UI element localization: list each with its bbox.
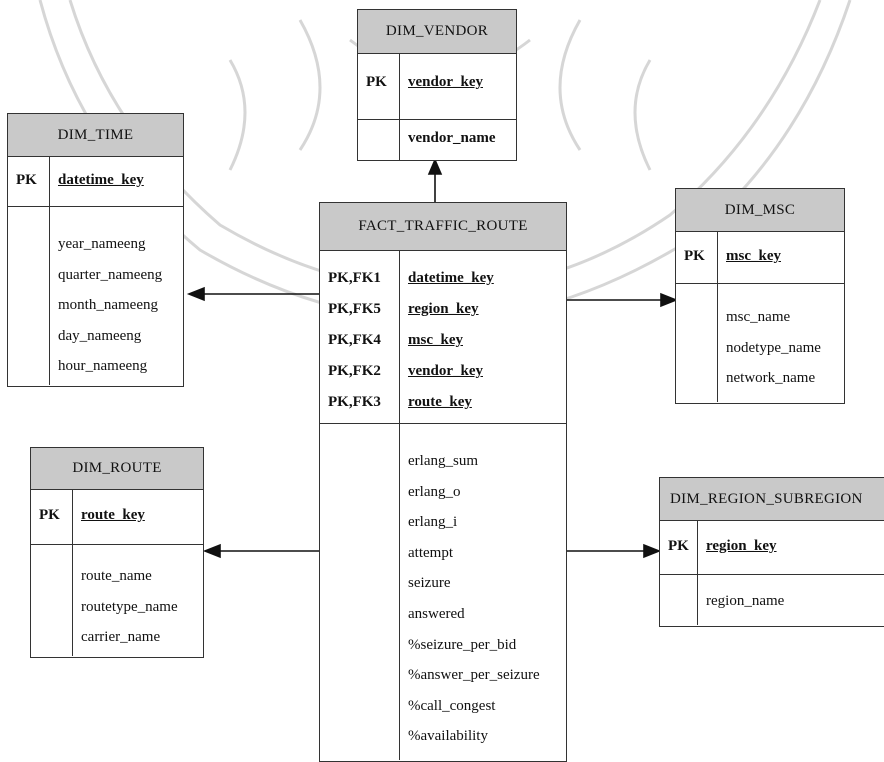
attribute-row: %answer_per_seizure [408, 667, 540, 684]
attribute-row: network_name [726, 370, 816, 386]
arrowhead-vendor [427, 157, 443, 175]
attribute-row: %seizure_per_bid [408, 636, 517, 653]
key-section: PK vendor_key [358, 54, 516, 120]
attribute-row: nodetype_name [726, 339, 821, 356]
attribute-section: year_nameeng quarter_nameeng month_namee… [8, 207, 183, 385]
attribute-section: msc_name nodetype_name network_name [676, 284, 844, 402]
attribute-row: year_nameeng [58, 236, 146, 252]
arrowhead-time [186, 286, 205, 302]
table-title: DIM_MSC [676, 189, 844, 232]
key-tag: PK [31, 490, 73, 544]
attribute-row: answered [408, 605, 465, 622]
attribute-row: month_nameeng [58, 297, 158, 313]
table-dim-route: DIM_ROUTE PK route_key route_name routet… [30, 447, 204, 658]
attribute-row: day_nameeng [58, 327, 142, 344]
attribute-section: vendor_name [358, 120, 516, 160]
attribute-row: vendor_name [408, 130, 496, 146]
key-name: datetime_key [58, 172, 144, 188]
key-name: msc_key [408, 332, 463, 348]
table-dim-time: DIM_TIME PK datetime_key year_nameeng qu… [7, 113, 184, 387]
attribute-row: erlang_o [408, 483, 461, 500]
attribute-row: %availability [408, 728, 488, 745]
attribute-row: erlang_sum [408, 453, 478, 469]
table-title: DIM_VENDOR [358, 10, 516, 54]
key-section: PK route_key [31, 490, 203, 545]
table-dim-msc: DIM_MSC PK msc_key msc_name nodetype_nam… [675, 188, 845, 404]
table-dim-region-subregion: DIM_REGION_SUBREGION PK region_key regio… [659, 477, 884, 627]
arrowhead-region [643, 543, 662, 559]
gutter [8, 207, 50, 385]
attribute-row: region_name [706, 593, 785, 609]
attribute-row: route_name [81, 568, 152, 584]
attribute-row: seizure [408, 575, 451, 592]
key-tag: PK [676, 232, 718, 283]
key-name: vendor_key [408, 74, 483, 90]
attribute-section: region_name [660, 575, 884, 625]
attribute-row: hour_nameeng [58, 358, 148, 374]
key-tag: PK,FK2 [328, 363, 381, 379]
attribute-row: attempt [408, 544, 453, 561]
key-tag: PK,FK1 [328, 270, 381, 286]
attribute-row: %call_congest [408, 697, 496, 714]
attribute-row: erlang_i [408, 514, 458, 531]
table-title: DIM_TIME [8, 114, 183, 157]
key-name: route_key [81, 507, 145, 523]
key-name: msc_key [726, 248, 781, 264]
attribute-section: route_name routetype_name carrier_name [31, 545, 203, 656]
attribute-row: msc_name [726, 309, 791, 325]
key-section: PK datetime_key [8, 157, 183, 207]
gutter [676, 284, 718, 402]
key-section: PK region_key [660, 521, 884, 575]
key-tag: PK [358, 54, 400, 119]
key-tag: PK,FK3 [328, 394, 381, 410]
key-name: vendor_key [408, 363, 483, 379]
key-tag: PK [660, 521, 698, 574]
key-name: region_key [706, 538, 777, 554]
key-name: route_key [408, 394, 472, 410]
attribute-row: routetype_name [81, 598, 178, 615]
key-name: datetime_key [408, 270, 494, 286]
gutter [660, 575, 698, 625]
gutter [358, 120, 400, 160]
attribute-row: quarter_nameeng [58, 266, 163, 283]
arrowhead-route [202, 543, 221, 559]
key-tag: PK [8, 157, 50, 206]
table-title: DIM_ROUTE [31, 448, 203, 490]
key-tag: PK,FK4 [328, 332, 381, 348]
table-title: FACT_TRAFFIC_ROUTE [320, 203, 566, 251]
arrowhead-msc [660, 292, 679, 308]
table-title: DIM_REGION_SUBREGION [660, 478, 884, 521]
table-dim-vendor: DIM_VENDOR PK vendor_key vendor_name [357, 9, 517, 161]
gutter [320, 424, 400, 760]
gutter [31, 545, 73, 656]
key-tag: PK,FK5 [328, 301, 381, 317]
key-section: PK,FK1 PK,FK5 PK,FK4 PK,FK2 PK,FK3 datet… [320, 251, 566, 424]
key-section: PK msc_key [676, 232, 844, 284]
key-name: region_key [408, 301, 479, 317]
attribute-row: carrier_name [81, 629, 161, 645]
table-fact-traffic-route: FACT_TRAFFIC_ROUTE PK,FK1 PK,FK5 PK,FK4 … [319, 202, 567, 762]
attribute-section: erlang_sum erlang_o erlang_i attempt sei… [320, 424, 566, 760]
